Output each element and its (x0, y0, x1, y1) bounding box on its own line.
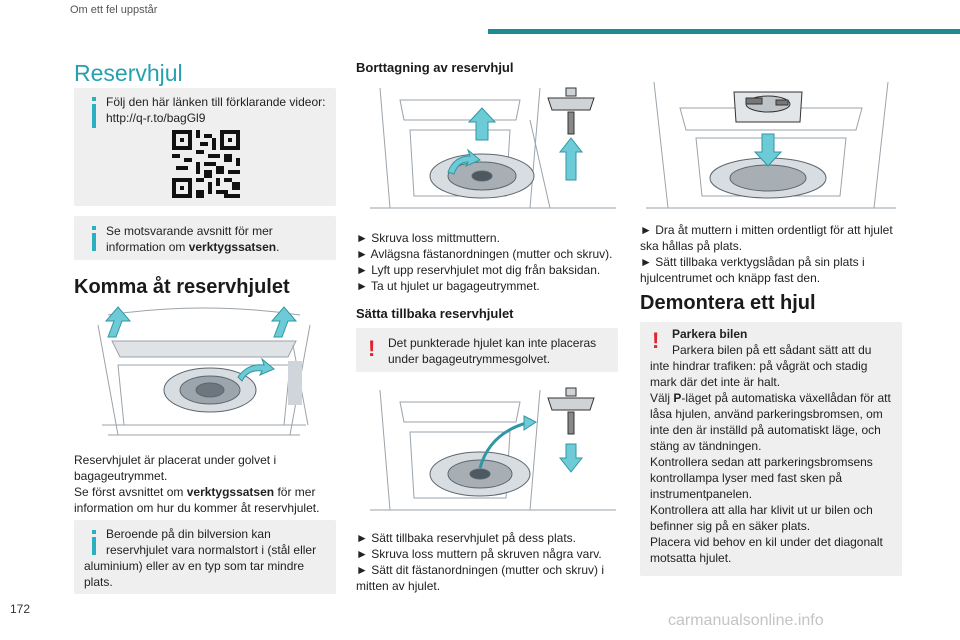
warning-icon: ! (652, 328, 660, 353)
page-title: Reservhjul (74, 60, 183, 86)
warning-icon: ! (368, 336, 376, 361)
section-heading-demount: Demontera ett hjul (640, 292, 816, 314)
info-box-toolkit: Se motsvarande avsnitt för mer informati… (74, 216, 336, 260)
info-icon (92, 97, 96, 101)
illustration-refit (370, 382, 616, 518)
info-icon (92, 530, 96, 534)
section-heading-access: Komma åt reservhjulet (74, 276, 290, 298)
warning-box-punctured: ! Det punkterade hjulet kan inte placera… (356, 328, 618, 372)
page-number: 172 (10, 602, 31, 616)
warning-box-park: ! Parkera bilen Parkera bilen på ett såd… (640, 322, 902, 576)
info-icon (92, 226, 96, 230)
info-box-versions: Beroende på din bilversion kan reservhju… (74, 520, 336, 594)
illustration-trunk-access (88, 305, 320, 443)
section-heading-removal: Borttagning av reservhjul (356, 60, 514, 75)
illustration-removal (370, 80, 616, 216)
qr-code-icon[interactable] (172, 130, 240, 198)
watermark: carmanualsonline.info (668, 612, 824, 629)
section-heading-refit: Sätta tillbaka reservhjulet (356, 306, 514, 321)
header-accent-bar (488, 29, 960, 34)
video-link[interactable]: http://q-r.to/bagGl9 (106, 111, 206, 125)
running-header: Om ett fel uppstår (70, 4, 158, 16)
illustration-toolbox (640, 78, 902, 214)
info-box-video: Följ den här länken till förklarande vid… (74, 88, 336, 206)
